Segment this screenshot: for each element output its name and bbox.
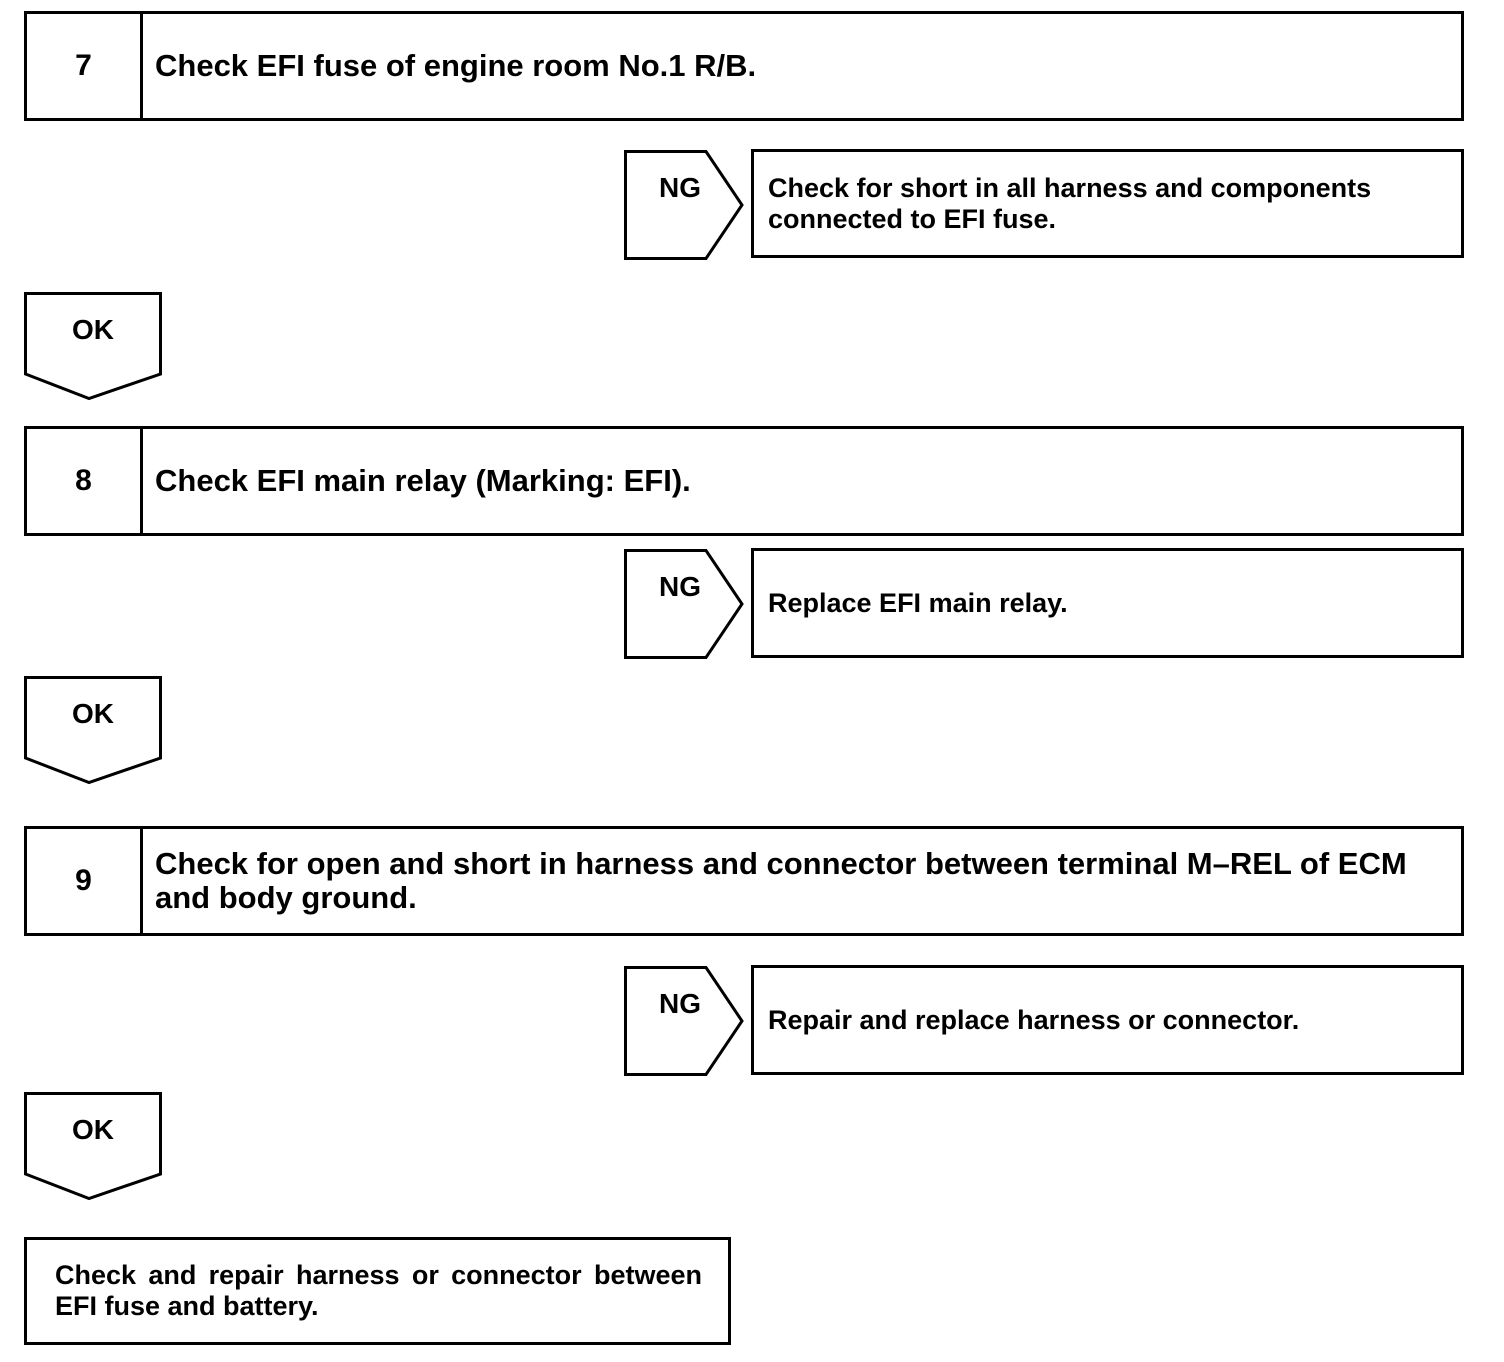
step-9-box: 9 Check for open and short in harness an… xyxy=(24,826,1464,936)
step-title: Check EFI fuse of engine room No.1 R/B. xyxy=(155,48,757,83)
step-title: Check EFI main relay (Marking: EFI). xyxy=(155,463,691,498)
ng-arrow-shape xyxy=(624,549,744,659)
ok-label: OK xyxy=(72,698,114,729)
step-8-box: 8 Check EFI main relay (Marking: EFI). xyxy=(24,426,1464,536)
ok-label: OK xyxy=(72,314,114,345)
ng-action-box: Replace EFI main relay. xyxy=(751,548,1464,658)
ng-arrow: NG xyxy=(624,150,746,260)
ng-label: NG xyxy=(659,571,701,602)
ok-arrow: OK xyxy=(24,292,162,401)
final-action-box: Check and repair harness or connector be… xyxy=(24,1237,731,1345)
ng-arrow: NG xyxy=(624,549,746,659)
ok-label: OK xyxy=(72,1114,114,1145)
ng-arrow-shape xyxy=(624,966,744,1076)
ng-arrow-shape xyxy=(624,150,744,260)
step-title: Check for open and short in harness and … xyxy=(155,846,1407,915)
ok-arrow-shape xyxy=(24,292,162,401)
ok-arrow-shape xyxy=(24,1092,162,1201)
step-number: 9 xyxy=(27,829,143,933)
ng-arrow: NG xyxy=(624,966,746,1076)
ng-label: NG xyxy=(659,988,701,1019)
ok-arrow: OK xyxy=(24,1092,162,1201)
ng-action-box: Repair and replace harness or connector. xyxy=(751,965,1464,1075)
ng-action-box: Check for short in all harness and compo… xyxy=(751,149,1464,258)
ok-arrow-shape xyxy=(24,676,162,785)
ok-arrow: OK xyxy=(24,676,162,785)
ng-label: NG xyxy=(659,172,701,203)
step-7-box: 7 Check EFI fuse of engine room No.1 R/B… xyxy=(24,11,1464,121)
step-number: 7 xyxy=(27,14,143,118)
step-number: 8 xyxy=(27,429,143,533)
